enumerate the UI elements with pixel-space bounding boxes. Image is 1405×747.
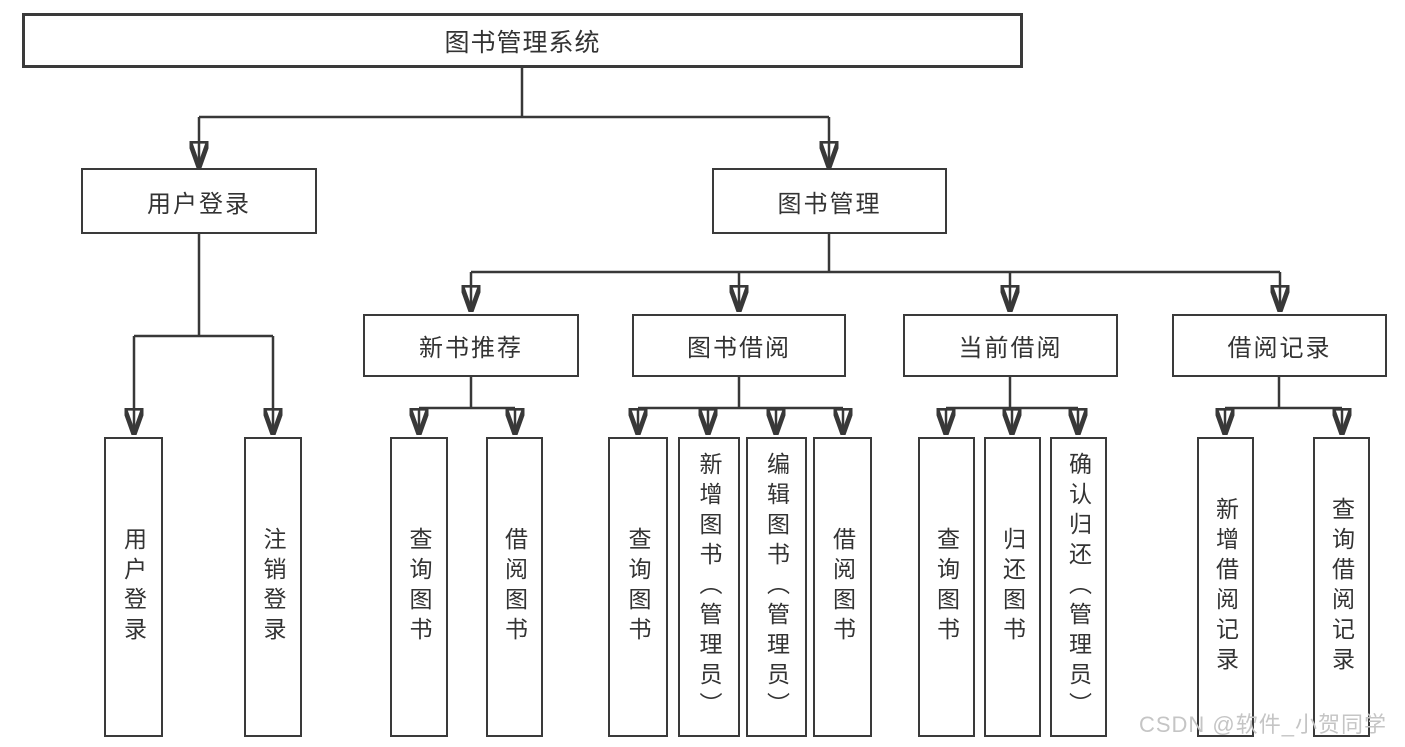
node-leaf-query-books-1-label: 查询图书: [406, 527, 432, 647]
node-book-borrowing: 图书借阅: [632, 314, 846, 377]
node-borrowing-records-label: 借阅记录: [1227, 335, 1332, 362]
node-new-book-recommendation-label: 新书推荐: [419, 335, 523, 362]
node-current-borrowing-label: 当前借阅: [958, 335, 1063, 362]
node-new-book-recommendation: 新书推荐: [363, 314, 579, 377]
node-leaf-confirm-return-admin-label: 确认归还（管理员）: [1065, 452, 1092, 722]
node-leaf-borrow-books-1-label: 借阅图书: [501, 527, 528, 647]
node-leaf-user-login-label: 用户登录: [120, 527, 147, 647]
node-leaf-add-borrowing-record: 新增借阅记录: [1197, 437, 1254, 737]
node-leaf-query-books-2: 查询图书: [608, 437, 668, 737]
node-leaf-query-books-1: 查询图书: [390, 437, 448, 737]
node-leaf-borrow-books-1: 借阅图书: [486, 437, 543, 737]
node-leaf-confirm-return-admin: 确认归还（管理员）: [1050, 437, 1107, 737]
node-leaf-edit-books-admin: 编辑图书（管理员）: [746, 437, 807, 737]
node-leaf-query-borrowing-record: 查询借阅记录: [1313, 437, 1370, 737]
node-leaf-logout: 注销登录: [244, 437, 302, 737]
node-user-login: 用户登录: [81, 168, 317, 234]
node-leaf-query-books-2-label: 查询图书: [625, 527, 651, 647]
node-leaf-user-login: 用户登录: [104, 437, 163, 737]
connectors-book-borrowing-branch: [638, 377, 843, 433]
node-leaf-query-books-3-label: 查询图书: [933, 527, 960, 647]
node-leaf-add-borrowing-record-label: 新增借阅记录: [1212, 497, 1239, 677]
node-leaf-logout-label: 注销登录: [260, 527, 286, 647]
node-user-login-label: 用户登录: [147, 190, 251, 218]
node-leaf-query-books-3: 查询图书: [918, 437, 975, 737]
connectors-current-borrowing-branch: [946, 377, 1078, 433]
node-leaf-add-books-admin: 新增图书（管理员）: [678, 437, 740, 737]
node-root: 图书管理系统: [22, 13, 1023, 68]
node-leaf-add-books-admin-label: 新增图书（管理员）: [696, 452, 722, 722]
connectors-new-book-branch: [419, 377, 515, 433]
node-leaf-query-borrowing-record-label: 查询借阅记录: [1328, 497, 1355, 677]
node-book-management: 图书管理: [712, 168, 947, 234]
connectors-user-login-branch: [134, 234, 273, 433]
node-book-borrowing-label: 图书借阅: [687, 335, 791, 362]
node-current-borrowing: 当前借阅: [903, 314, 1118, 377]
node-borrowing-records: 借阅记录: [1172, 314, 1387, 377]
node-leaf-borrow-books-2: 借阅图书: [813, 437, 872, 737]
node-book-management-label: 图书管理: [777, 190, 882, 218]
node-root-label: 图书管理系统: [444, 28, 601, 57]
connectors-root-to-level2: [199, 68, 829, 166]
csdn-watermark: CSDN @软件_小贺同学: [1138, 712, 1387, 737]
node-leaf-return-books: 归还图书: [984, 437, 1041, 737]
connectors-book-management-branch: [471, 234, 1280, 310]
node-leaf-edit-books-admin-label: 编辑图书（管理员）: [763, 452, 790, 722]
connectors-borrowing-records-branch: [1225, 377, 1342, 433]
node-leaf-borrow-books-2-label: 借阅图书: [829, 527, 856, 647]
node-leaf-return-books-label: 归还图书: [999, 527, 1026, 647]
